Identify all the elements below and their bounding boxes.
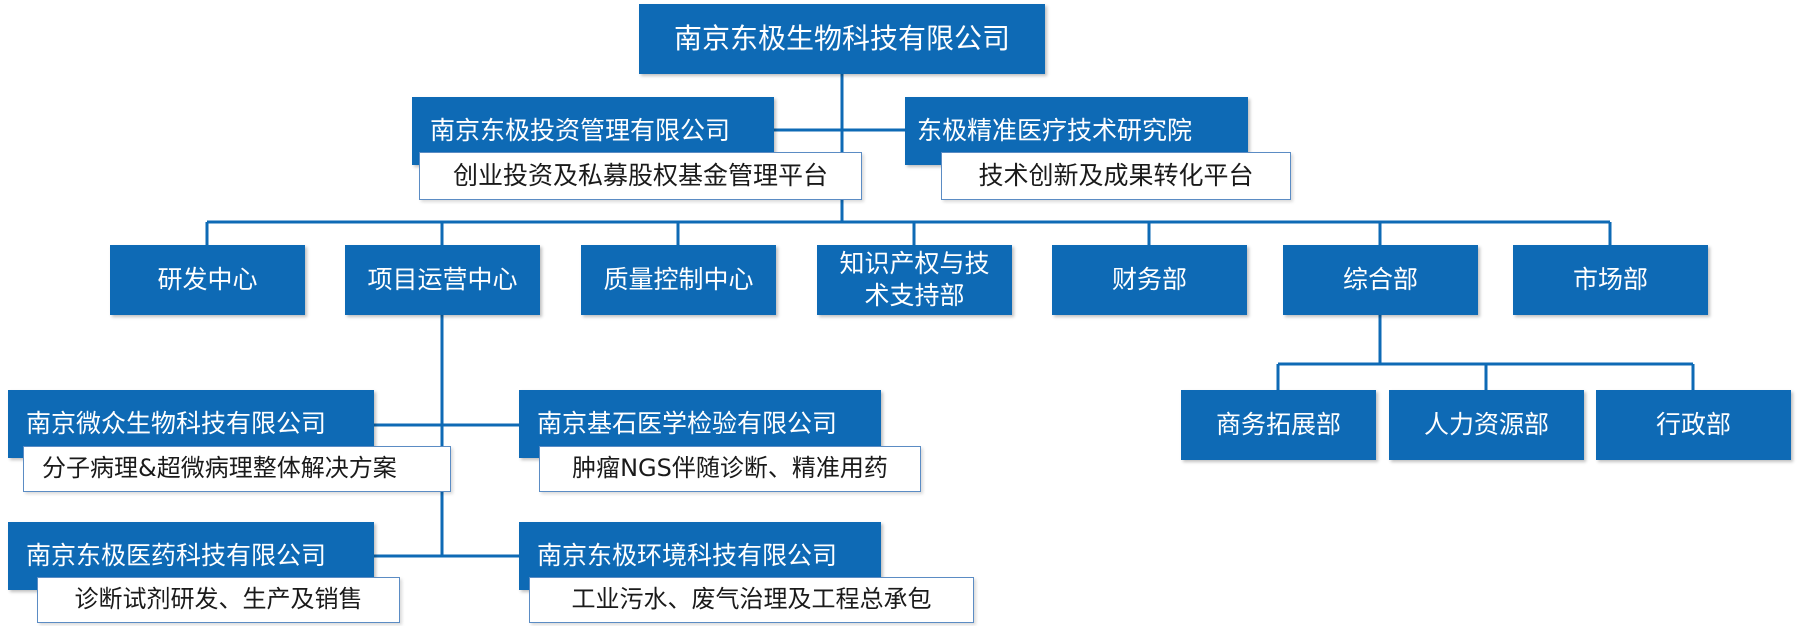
root-company: 南京东极生物科技有限公司 [639, 4, 1045, 74]
department-quality-control-center: 质量控制中心 [581, 245, 776, 315]
company-dongji-pharma-business: 诊断试剂研发、生产及销售 [37, 577, 400, 623]
sub-department-label: 商务拓展部 [1215, 409, 1341, 439]
sub-department-business-development: 商务拓展部 [1181, 390, 1376, 460]
department-label: 项目运营中心 [367, 264, 518, 294]
root-company-label: 南京东极生物科技有限公司 [673, 21, 1010, 55]
investment-platform: 创业投资及私募股权基金管理平台 [419, 152, 862, 200]
department-ip-tech-support: 知识产权与技术支持部 [817, 245, 1012, 315]
department-label: 综合部 [1342, 264, 1418, 294]
department-label: 市场部 [1572, 264, 1648, 294]
company-label: 南京东极环境科技有限公司 [537, 541, 838, 570]
company-dongji-environment-business: 工业污水、废气治理及工程总承包 [529, 577, 974, 623]
sub-department-human-resources: 人力资源部 [1389, 390, 1584, 460]
company-label: 南京东极医药科技有限公司 [26, 541, 327, 570]
company-label: 南京微众生物科技有限公司 [26, 409, 327, 438]
department-general: 综合部 [1283, 245, 1478, 315]
department-project-operation-center: 项目运营中心 [345, 245, 540, 315]
company-jishi-business: 肿瘤NGS伴随诊断、精准用药 [539, 446, 921, 492]
sub-department-label: 人力资源部 [1423, 409, 1549, 439]
research-platform: 技术创新及成果转化平台 [941, 152, 1291, 200]
research-platform-label: 技术创新及成果转化平台 [978, 160, 1254, 190]
company-label: 南京基石医学检验有限公司 [537, 409, 838, 438]
investment-company-label: 南京东极投资管理有限公司 [430, 116, 731, 145]
company-business-label: 分子病理&超微病理整体解决方案 [42, 454, 397, 483]
department-finance: 财务部 [1052, 245, 1247, 315]
company-business-label: 工业污水、废气治理及工程总承包 [571, 585, 932, 614]
investment-platform-label: 创业投资及私募股权基金管理平台 [452, 160, 828, 190]
sub-department-administration: 行政部 [1596, 390, 1791, 460]
company-weizhong-business: 分子病理&超微病理整体解决方案 [23, 446, 451, 492]
department-label: 质量控制中心 [603, 264, 754, 294]
department-label: 研发中心 [157, 264, 258, 294]
company-business-label: 肿瘤NGS伴随诊断、精准用药 [572, 454, 888, 483]
department-label: 知识产权与技术支持部 [839, 248, 990, 311]
sub-department-label: 行政部 [1655, 409, 1731, 439]
department-marketing: 市场部 [1513, 245, 1708, 315]
department-rnd-center: 研发中心 [110, 245, 305, 315]
department-label: 财务部 [1111, 264, 1187, 294]
research-institute-label: 东极精准医疗技术研究院 [917, 116, 1193, 145]
company-business-label: 诊断试剂研发、生产及销售 [74, 585, 363, 614]
